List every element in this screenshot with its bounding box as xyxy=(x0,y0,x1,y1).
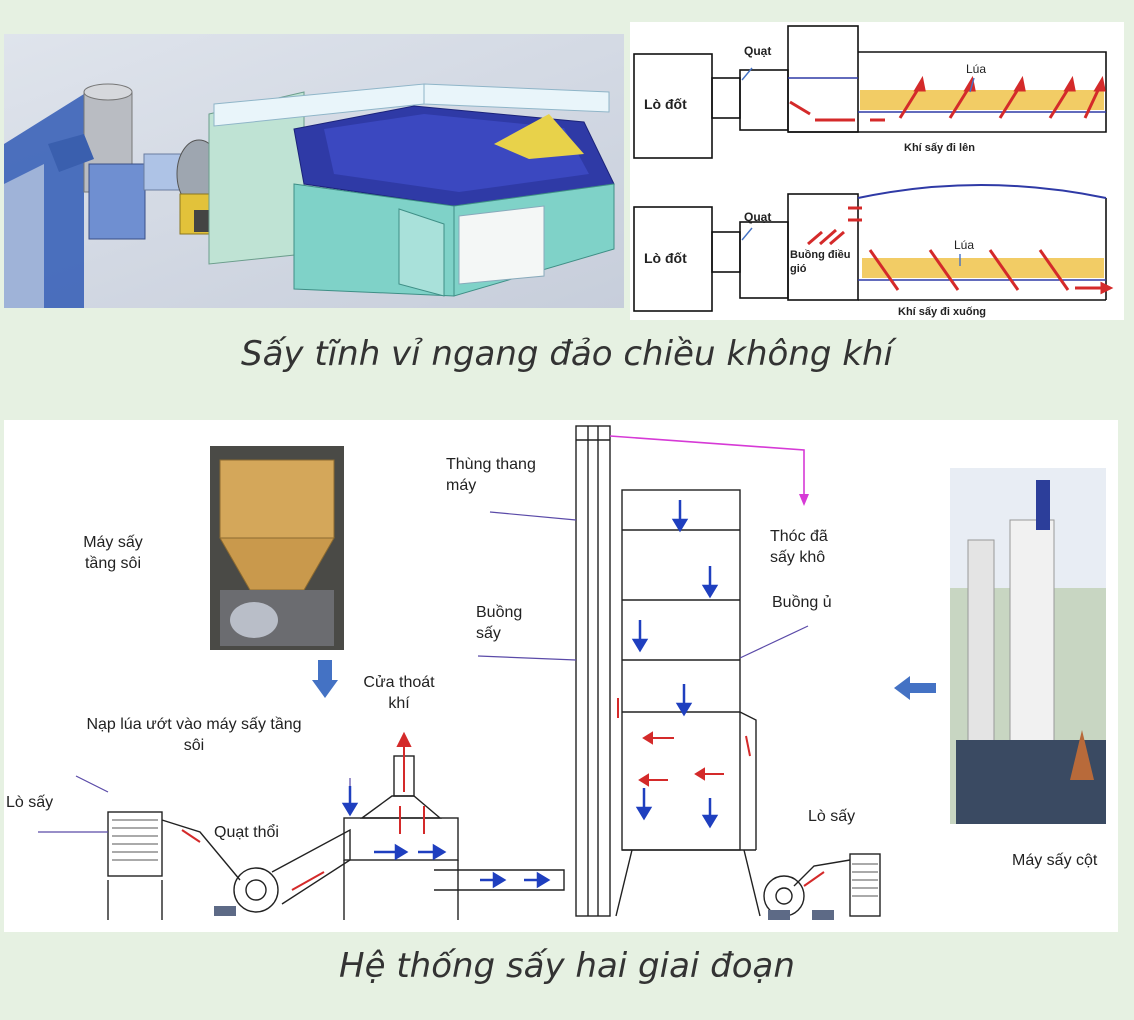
airflow-schematic-lines xyxy=(633,25,1114,312)
upper-airflow-label: Khí sấy đi lên xyxy=(904,142,975,154)
bottom-caption: Hệ thống sấy hai giai đoạn xyxy=(339,946,795,986)
dried-rice-label: Thóc đã sấy khô xyxy=(770,528,828,566)
lower-airflow-label: Khí sấy đi xuống xyxy=(898,306,987,318)
airflow-schematic-panel: Lò đốt Quạt Lúa Khí sấy đi lên Lò đốt Qu… xyxy=(630,22,1124,320)
upper-grain-label: Lúa xyxy=(966,62,987,76)
elevator-label: Thùng thang máy xyxy=(446,456,536,494)
upper-furnace-label: Lò đốt xyxy=(644,96,687,112)
feed-label: Nạp lúa ướt vào máy sấy tầng sôi xyxy=(86,716,302,754)
tempering-chamber-label: Buồng ủ xyxy=(772,594,832,611)
lower-fan-label: Quạt xyxy=(744,210,772,224)
dryer-3d-render xyxy=(4,34,624,308)
lower-furnace-label: Lò đốt xyxy=(644,250,687,266)
upper-fan-label: Quạt xyxy=(744,44,772,58)
exhaust-label: Cửa thoát khí xyxy=(363,674,435,712)
two-stage-system-diagram xyxy=(38,425,1106,920)
drying-chamber-label: Buồng sấy xyxy=(476,604,523,642)
fluid-bed-dryer-label: Máy sấy tầng sôi xyxy=(83,534,143,572)
top-caption: Sấy tĩnh vỉ ngang đảo chiều không khí xyxy=(241,334,893,374)
lower-grain-label: Lúa xyxy=(954,238,975,252)
two-stage-system-panel: Máy sấy tầng sôi Thùng thang máy Thóc đã… xyxy=(4,420,1118,932)
column-dryer-label: Máy sấy cột xyxy=(1012,852,1098,869)
furnace-left-label: Lò sấy xyxy=(6,794,54,811)
dryer-3d-illustration xyxy=(4,83,615,308)
blower-label: Quạt thổi xyxy=(214,824,279,841)
lower-chamber-label: Buồng điều gió xyxy=(790,249,851,275)
furnace-right-label: Lò sấy xyxy=(808,808,856,825)
